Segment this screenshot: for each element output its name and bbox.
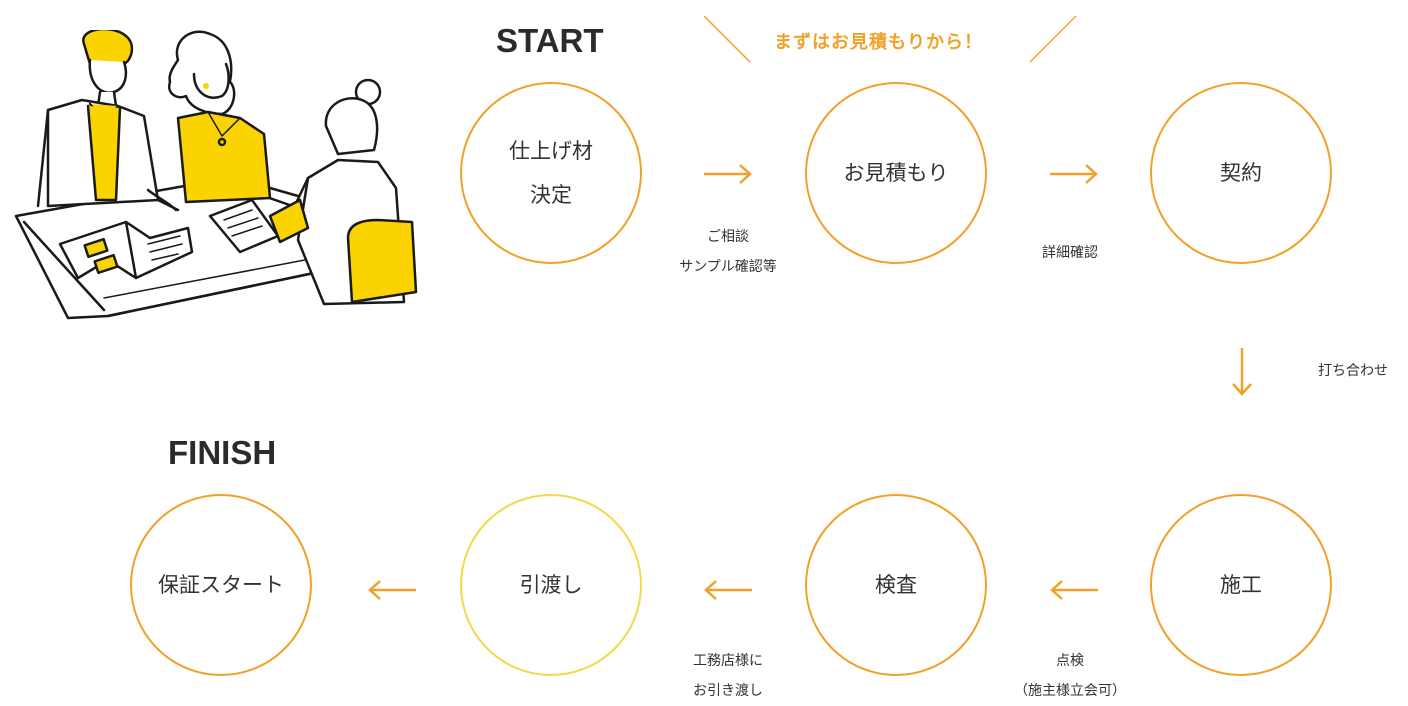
step-estimate: お見積もり <box>805 82 987 264</box>
tagline: まずはお見積もりから！ <box>774 32 983 53</box>
transition-label-handover: 工務店様に お引き渡し <box>693 653 763 699</box>
arrow-right-icon <box>704 164 752 184</box>
consultation-illustration <box>8 30 428 322</box>
transition-label-details: 詳細確認 <box>1042 245 1098 261</box>
step-inspection: 検査 <box>805 494 987 676</box>
finish-heading: FINISH <box>168 434 277 471</box>
tagline-left-slash <box>703 15 751 63</box>
step-material-decision: 仕上げ材 決定 <box>460 82 642 264</box>
step-construction: 施工 <box>1150 494 1332 676</box>
start-heading: START <box>496 22 604 59</box>
transition-label-inspection: 点検 （施主様立会可） <box>1014 653 1126 699</box>
arrow-left-icon <box>368 580 416 600</box>
transition-label-consultation: ご相談 サンプル確認等 <box>679 229 777 275</box>
tagline-right-slash <box>1029 15 1077 63</box>
step-contract: 契約 <box>1150 82 1332 264</box>
arrow-left-icon <box>1050 580 1098 600</box>
transition-label-meeting: 打ち合わせ <box>1318 363 1388 379</box>
step-handover: 引渡し <box>460 494 642 676</box>
arrow-right-icon <box>1050 164 1098 184</box>
arrow-left-icon <box>704 580 752 600</box>
step-warranty-start: 保証スタート <box>130 494 312 676</box>
arrow-down-icon <box>1232 348 1252 396</box>
